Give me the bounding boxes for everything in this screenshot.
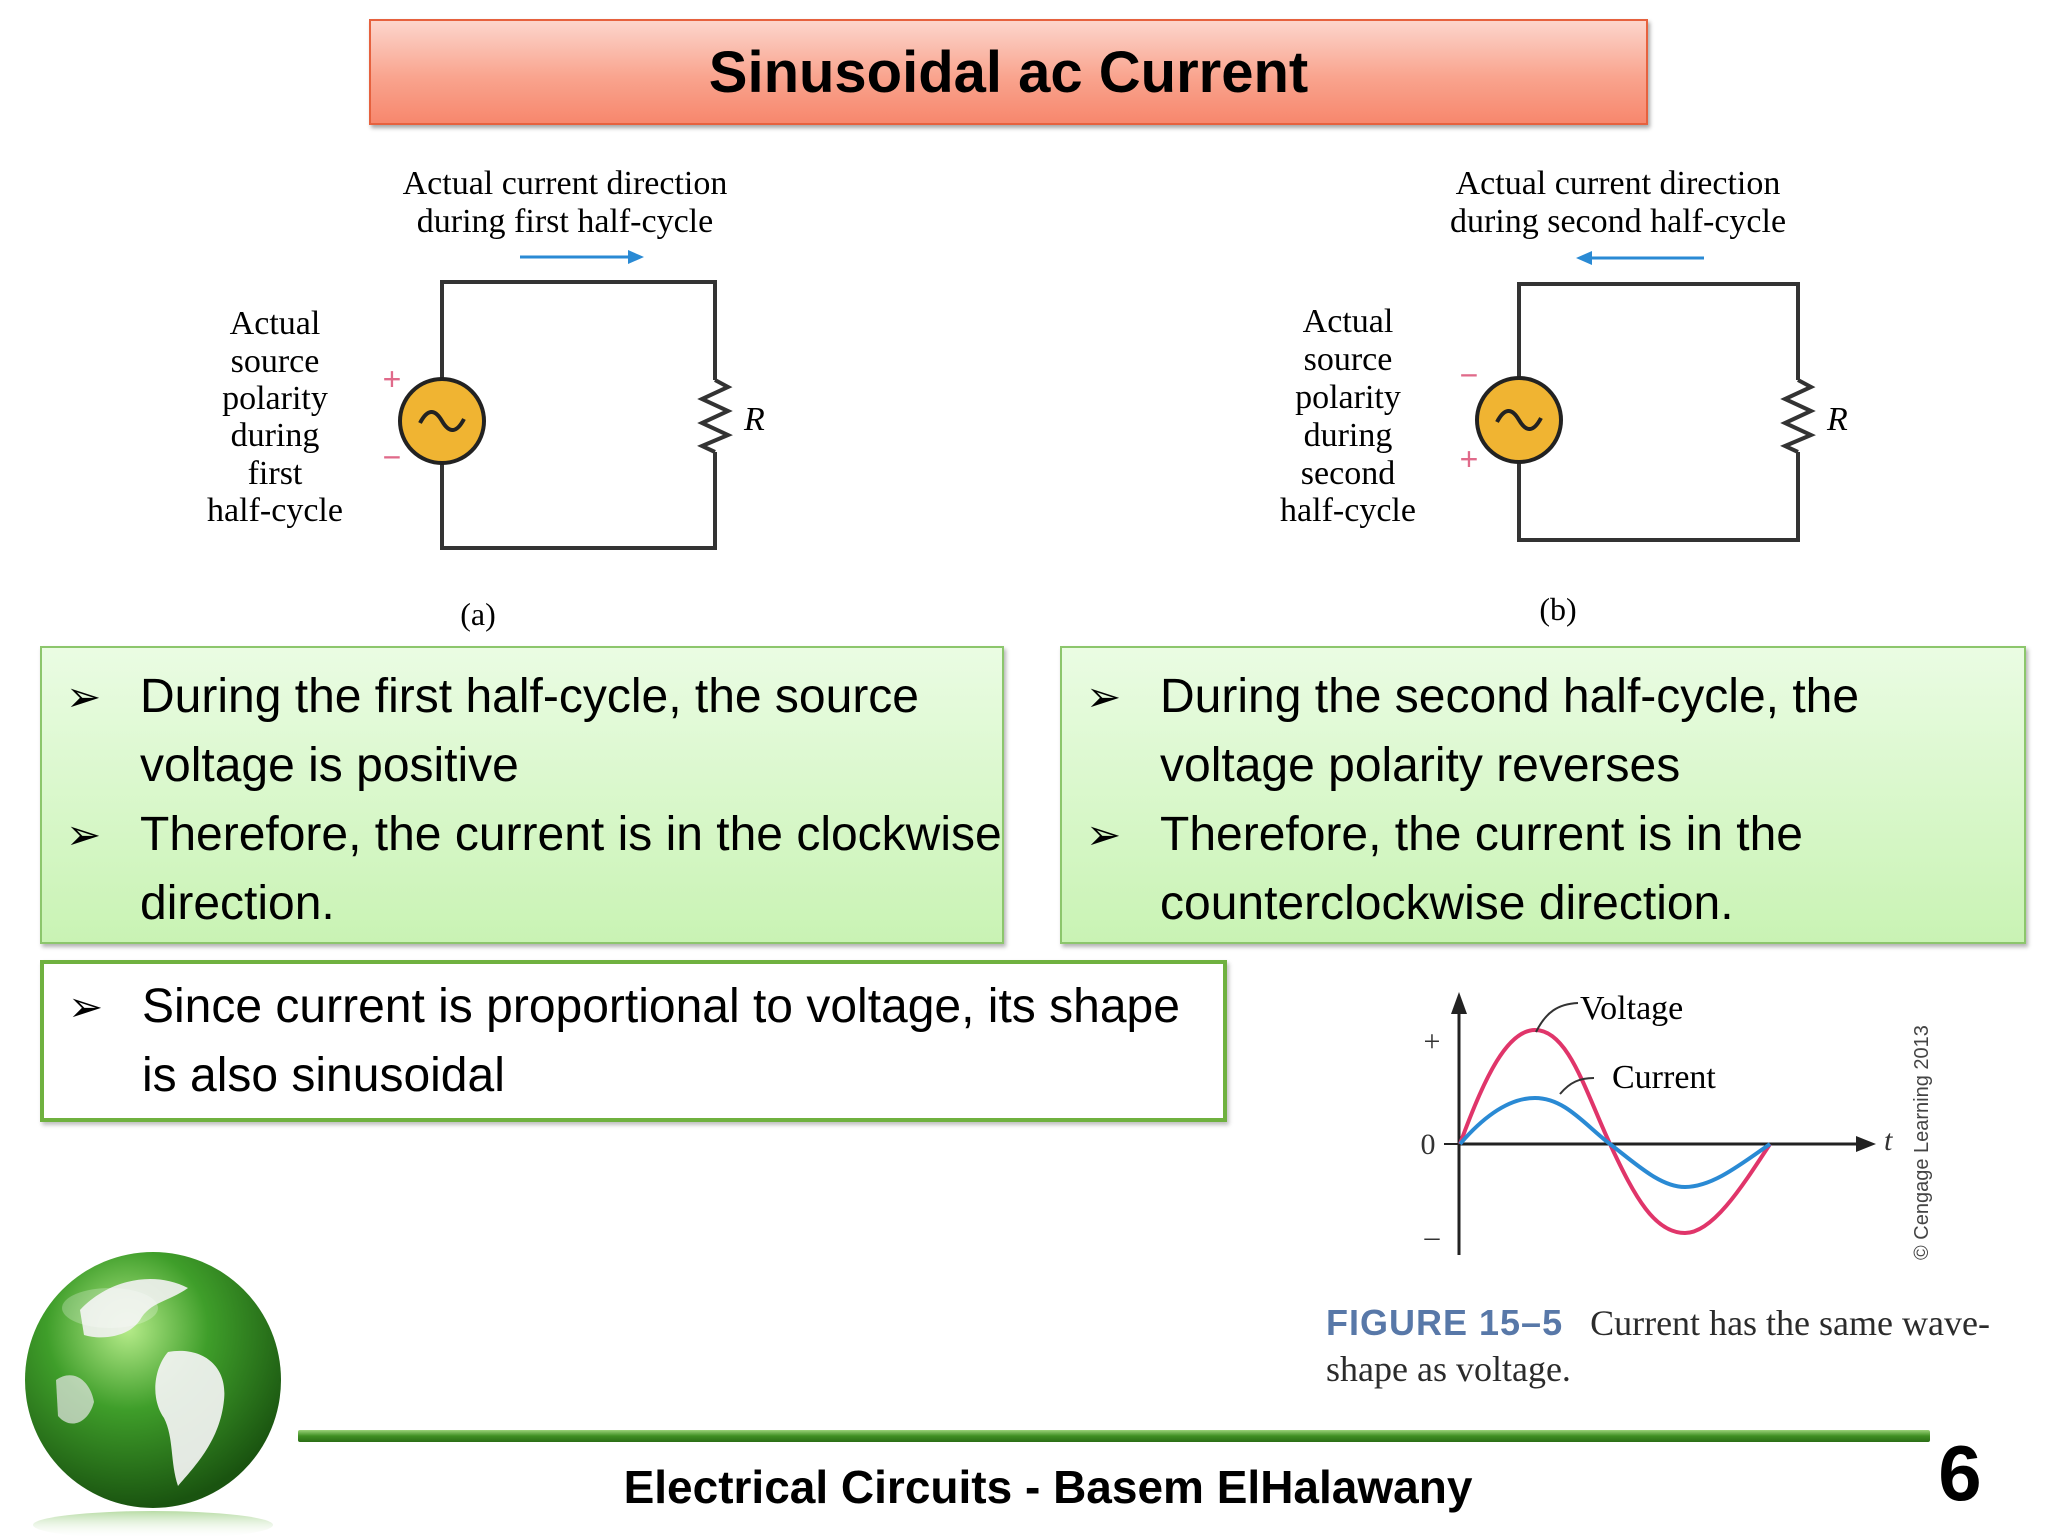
voltage-leader-line bbox=[1535, 1002, 1579, 1033]
list-item: ➢ During the second half-cycle, the volt… bbox=[1062, 662, 2024, 800]
figure-label-a: (a) bbox=[460, 596, 496, 632]
explanation-box-second-half: ➢ During the second half-cycle, the volt… bbox=[1060, 646, 2026, 944]
figure-caption: FIGURE 15–5 Current has the same wave- s… bbox=[1326, 1300, 2026, 1392]
bullet-list: ➢ During the first half-cycle, the sourc… bbox=[42, 662, 1002, 938]
arrow-bullet-icon: ➢ bbox=[1086, 673, 1122, 720]
y-plus-label: + bbox=[1424, 1025, 1441, 1058]
current-leader-line bbox=[1559, 1077, 1595, 1095]
figure-label-b: (b) bbox=[1539, 591, 1576, 627]
negative-sign: − bbox=[383, 439, 402, 475]
explanation-box-first-half: ➢ During the first half-cycle, the sourc… bbox=[40, 646, 1004, 944]
polarity-line: source bbox=[231, 343, 320, 380]
bullet-text: Therefore, the current is in the clockwi… bbox=[140, 808, 1002, 930]
polarity-line: source bbox=[1304, 341, 1393, 378]
circuit-b-caption-line1: Actual current direction bbox=[1456, 165, 1781, 202]
circuit-diagram-b: Actual current direction during second h… bbox=[1280, 165, 1848, 627]
circuit-diagram-a: Actual current direction during first ha… bbox=[207, 165, 765, 632]
voltage-label: Voltage bbox=[1580, 990, 1683, 1027]
list-item: ➢ Therefore, the current is in the count… bbox=[1062, 800, 2024, 938]
figure-caption-line1: FIGURE 15–5 Current has the same wave- bbox=[1326, 1300, 2026, 1346]
bullet-text: During the second half-cycle, the voltag… bbox=[1160, 670, 1860, 792]
x-axis-arrow-icon bbox=[1856, 1136, 1876, 1152]
globe-logo-icon bbox=[25, 1252, 281, 1536]
y-minus-label: – bbox=[1424, 1220, 1441, 1253]
current-label: Current bbox=[1612, 1059, 1716, 1096]
polarity-line: Actual bbox=[1303, 303, 1394, 340]
caption-text-1: Current has the same wave- bbox=[1590, 1303, 1990, 1343]
bullet-text: Since current is proportional to voltage… bbox=[142, 980, 1180, 1102]
list-item: ➢ Since current is proportional to volta… bbox=[44, 972, 1223, 1110]
polarity-line: polarity bbox=[1295, 379, 1401, 416]
polarity-line: first bbox=[248, 455, 303, 492]
polarity-line: half-cycle bbox=[1280, 492, 1416, 529]
circuit-b-caption-line2: during second half-cycle bbox=[1450, 203, 1786, 240]
bullet-list: ➢ During the second half-cycle, the volt… bbox=[1062, 662, 2024, 938]
negative-sign: − bbox=[1460, 357, 1479, 393]
polarity-line: half-cycle bbox=[207, 492, 343, 529]
title-banner: Sinusoidal ac Current bbox=[369, 19, 1648, 125]
polarity-line: polarity bbox=[222, 380, 328, 417]
circuit-b-wires bbox=[1517, 282, 1816, 542]
bullet-list: ➢ Since current is proportional to volta… bbox=[44, 972, 1223, 1110]
bullet-text: During the first half-cycle, the source … bbox=[140, 670, 919, 792]
arrow-bullet-icon: ➢ bbox=[1086, 811, 1122, 858]
circuit-a-caption-line2: during first half-cycle bbox=[417, 203, 713, 240]
positive-sign: + bbox=[383, 361, 402, 397]
arrow-bullet-icon: ➢ bbox=[66, 673, 102, 720]
footer-author: Electrical Circuits - Basem ElHalawany bbox=[623, 1461, 1473, 1513]
x-axis-label: t bbox=[1884, 1124, 1893, 1157]
proportional-note-box: ➢ Since current is proportional to volta… bbox=[40, 960, 1227, 1122]
copyright-notice: © Cengage Learning 2013 bbox=[1911, 1025, 1933, 1260]
current-arrow-left-icon bbox=[1576, 251, 1704, 265]
arrow-bullet-icon: ➢ bbox=[66, 811, 102, 858]
bullet-text: Therefore, the current is in the counter… bbox=[1160, 808, 1803, 930]
polarity-line: during bbox=[1304, 417, 1393, 454]
waveform-axes bbox=[1457, 1010, 1860, 1255]
slide-title: Sinusoidal ac Current bbox=[708, 39, 1309, 105]
list-item: ➢ Therefore, the current is in the clock… bbox=[42, 800, 1002, 938]
current-curve bbox=[1458, 1095, 1772, 1190]
y-zero-label: 0 bbox=[1421, 1128, 1436, 1161]
arrow-bullet-icon: ➢ bbox=[68, 983, 104, 1030]
ac-source-icon bbox=[398, 377, 486, 465]
waveform-figure: + 0 – t Voltage Current © Cengage Learni… bbox=[1421, 990, 1934, 1260]
caption-text-2: shape as voltage. bbox=[1326, 1349, 1571, 1389]
polarity-line: during bbox=[231, 417, 320, 454]
resistor-label: R bbox=[743, 401, 765, 438]
footer-divider bbox=[298, 1430, 1930, 1442]
polarity-line: Actual bbox=[230, 305, 321, 342]
resistor-label: R bbox=[1826, 401, 1848, 438]
y-axis-arrow-icon bbox=[1451, 992, 1467, 1014]
list-item: ➢ During the first half-cycle, the sourc… bbox=[42, 662, 1002, 800]
circuit-a-wires bbox=[440, 280, 733, 550]
figure-number: FIGURE 15–5 bbox=[1326, 1302, 1564, 1343]
polarity-line: second bbox=[1301, 455, 1395, 492]
ac-source-icon bbox=[1475, 376, 1563, 464]
page-number: 6 bbox=[1938, 1429, 1982, 1517]
positive-sign: + bbox=[1460, 441, 1479, 477]
current-arrow-right-icon bbox=[520, 250, 644, 264]
circuit-a-caption-line1: Actual current direction bbox=[403, 165, 728, 202]
